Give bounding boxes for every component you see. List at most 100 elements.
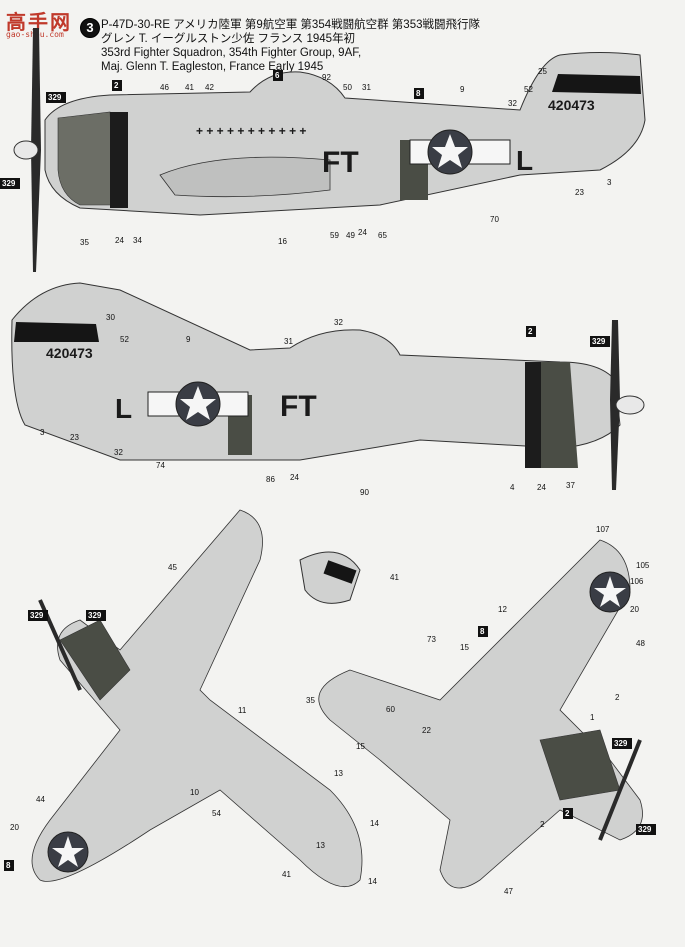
svg-text:2: 2 — [615, 693, 620, 702]
svg-text:6: 6 — [275, 71, 280, 80]
spinner-right — [615, 395, 645, 415]
svg-text:8: 8 — [480, 627, 485, 636]
side-view-left — [13, 28, 646, 272]
svg-text:14: 14 — [370, 819, 379, 828]
svg-text:65: 65 — [378, 231, 387, 240]
svg-text:15: 15 — [356, 742, 365, 751]
svg-text:50: 50 — [343, 83, 352, 92]
svg-text:41: 41 — [185, 83, 194, 92]
svg-text:45: 45 — [168, 563, 177, 572]
svg-text:47: 47 — [504, 887, 513, 896]
svg-text:12: 12 — [498, 605, 507, 614]
propeller-blade-right — [610, 320, 620, 490]
code-letters-left: FT — [322, 146, 359, 179]
svg-text:54: 54 — [212, 809, 221, 818]
svg-text:70: 70 — [490, 215, 499, 224]
svg-text:9: 9 — [186, 335, 191, 344]
svg-text:52: 52 — [524, 85, 533, 94]
svg-text:15: 15 — [460, 643, 469, 652]
svg-text:24: 24 — [115, 236, 124, 245]
svg-text:105: 105 — [636, 561, 650, 570]
svg-text:23: 23 — [575, 188, 584, 197]
svg-text:41: 41 — [282, 870, 291, 879]
svg-text:31: 31 — [362, 83, 371, 92]
svg-text:46: 46 — [160, 83, 169, 92]
fin-stripe-right — [14, 322, 99, 342]
callouts-side2: 30 52 9 32 31 3 23 32 74 86 24 90 4 24 3… — [40, 313, 575, 497]
svg-text:74: 74 — [156, 461, 165, 470]
svg-text:2: 2 — [114, 81, 119, 90]
svg-text:24: 24 — [290, 473, 299, 482]
svg-text:8: 8 — [416, 89, 421, 98]
code-letters-right: FT — [280, 390, 317, 423]
svg-text:3: 3 — [40, 428, 45, 437]
caption-en-line1: 353rd Fighter Squadron, 354th Fighter Gr… — [101, 47, 362, 59]
caption-jp-line2: グレン T. イーグルストン少佐 フランス 1945年初 — [101, 33, 356, 45]
svg-text:329: 329 — [30, 611, 44, 620]
svg-text:41: 41 — [390, 573, 399, 582]
svg-text:2: 2 — [565, 809, 570, 818]
svg-text:3: 3 — [607, 178, 612, 187]
svg-text:13: 13 — [316, 841, 325, 850]
callouts-side1: 46 41 42 92 50 31 9 25 52 32 3 23 35 24 … — [80, 67, 612, 247]
svg-text:32: 32 — [334, 318, 343, 327]
step-number-badge: 3 — [80, 18, 100, 38]
caption-en-line2: Maj. Glenn T. Eagleston, France Early 19… — [101, 61, 324, 73]
svg-text:13: 13 — [334, 769, 343, 778]
svg-text:35: 35 — [306, 696, 315, 705]
svg-text:329: 329 — [638, 825, 652, 834]
svg-text:107: 107 — [596, 525, 610, 534]
bottom-view — [299, 539, 643, 889]
svg-text:4: 4 — [510, 483, 515, 492]
wing-root — [159, 156, 331, 198]
svg-text:86: 86 — [266, 475, 275, 484]
svg-text:23: 23 — [70, 433, 79, 442]
svg-text:329: 329 — [48, 93, 62, 102]
svg-text:14: 14 — [368, 877, 377, 886]
svg-text:106: 106 — [630, 577, 644, 586]
top-view — [31, 509, 363, 888]
svg-text:31: 31 — [284, 337, 293, 346]
boxed-callouts: 329 2 329 6 8 329 2 329 329 8 329 2 329 … — [0, 70, 656, 871]
svg-text:90: 90 — [360, 488, 369, 497]
svg-text:35: 35 — [80, 238, 89, 247]
svg-text:25: 25 — [538, 67, 547, 76]
svg-text:2: 2 — [528, 327, 533, 336]
svg-text:8: 8 — [6, 861, 11, 870]
callouts-plan: 45 41 73 12 15 107 105 106 20 48 11 35 1… — [10, 525, 650, 896]
svg-text:16: 16 — [278, 237, 287, 246]
kill-marks: + + + + + + + + + + + — [196, 124, 306, 138]
svg-text:329: 329 — [88, 611, 102, 620]
individual-letter-right: L — [115, 393, 132, 424]
national-insignia-right — [147, 381, 249, 427]
spinner — [13, 140, 39, 160]
svg-text:32: 32 — [114, 448, 123, 457]
caption-jp-line1: P-47D-30-RE アメリカ陸軍 第9航空軍 第354戦闘航空群 第353戦… — [101, 19, 480, 31]
individual-letter-left: L — [516, 145, 533, 176]
svg-text:60: 60 — [386, 705, 395, 714]
svg-text:32: 32 — [508, 99, 517, 108]
svg-text:30: 30 — [106, 313, 115, 322]
svg-text:2: 2 — [540, 820, 545, 829]
svg-text:9: 9 — [460, 85, 465, 94]
svg-text:92: 92 — [322, 73, 331, 82]
svg-text:20: 20 — [10, 823, 19, 832]
svg-text:329: 329 — [2, 179, 16, 188]
svg-text:73: 73 — [427, 635, 436, 644]
svg-text:11: 11 — [238, 706, 247, 715]
serial-left: 420473 — [548, 97, 595, 113]
svg-text:329: 329 — [592, 337, 606, 346]
svg-text:52: 52 — [120, 335, 129, 344]
side-view-right — [11, 282, 645, 490]
cowling — [57, 111, 116, 206]
svg-text:10: 10 — [190, 788, 199, 797]
national-insignia-left — [409, 129, 511, 175]
svg-text:44: 44 — [36, 795, 45, 804]
cowl-black-band — [110, 112, 128, 208]
svg-text:49: 49 — [346, 231, 355, 240]
svg-text:1: 1 — [590, 713, 595, 722]
svg-text:42: 42 — [205, 83, 214, 92]
svg-text:59: 59 — [330, 231, 339, 240]
svg-text:20: 20 — [630, 605, 639, 614]
